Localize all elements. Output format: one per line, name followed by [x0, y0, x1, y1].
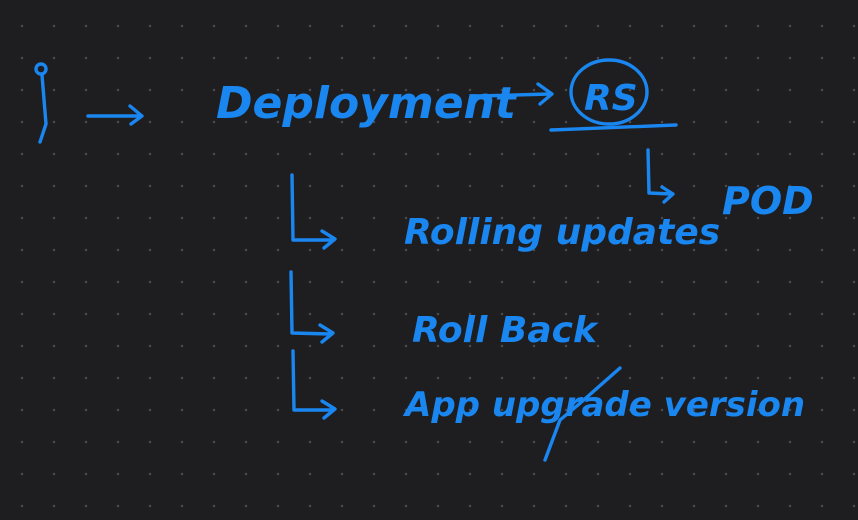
branch-app-upgrade [291, 349, 337, 420]
scribble-strikethrough [543, 366, 622, 462]
feature-roll-back: Roll Back [412, 310, 599, 351]
connector-rs-to-pod [646, 148, 675, 204]
pod-label: POD [722, 179, 814, 223]
rs-underline [549, 123, 678, 132]
branch-roll-back [289, 270, 335, 344]
user-figure-icon [34, 62, 48, 144]
arrow-user-to-deployment [86, 104, 144, 126]
branch-rolling-updates [290, 173, 337, 250]
rs-node: RS [549, 58, 678, 132]
feature-rolling-updates: Rolling updates [404, 212, 720, 253]
feature-app-upgrade-version: App upgrade version [402, 385, 805, 425]
deployment-label: Deployment [216, 78, 518, 129]
arrow-deployment-to-rs [476, 82, 554, 106]
rs-label: RS [584, 78, 638, 119]
